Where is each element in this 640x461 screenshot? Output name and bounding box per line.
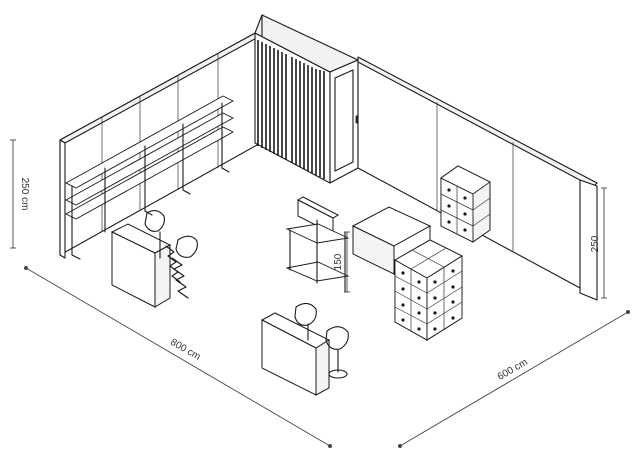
cube-shelf-back [440,165,491,243]
stool-front-2 [325,326,349,379]
louver-slats [257,40,325,179]
stool-front-1 [294,302,317,341]
dimension-counter-height: 150 [333,231,350,293]
counter-height-label: 150 [333,253,344,270]
wall-shelving [65,95,234,260]
width-label: 800 cm [168,337,202,363]
stool-left-2 [171,235,198,299]
display-stand [285,196,350,293]
dimension-height-right: 250 [590,187,607,299]
cube-shelf-front [394,239,463,341]
reception-counter-front [260,312,331,396]
height-right-label: 250 [590,235,601,252]
height-left-label: 250 cm [19,178,30,211]
left-wall [59,31,263,259]
depth-label: 600 cm [496,357,530,383]
storage-room [254,14,360,184]
stool-left-1 [144,210,181,283]
reception-counter-left [110,223,172,308]
dimension-height-left: 250 cm [10,139,30,249]
